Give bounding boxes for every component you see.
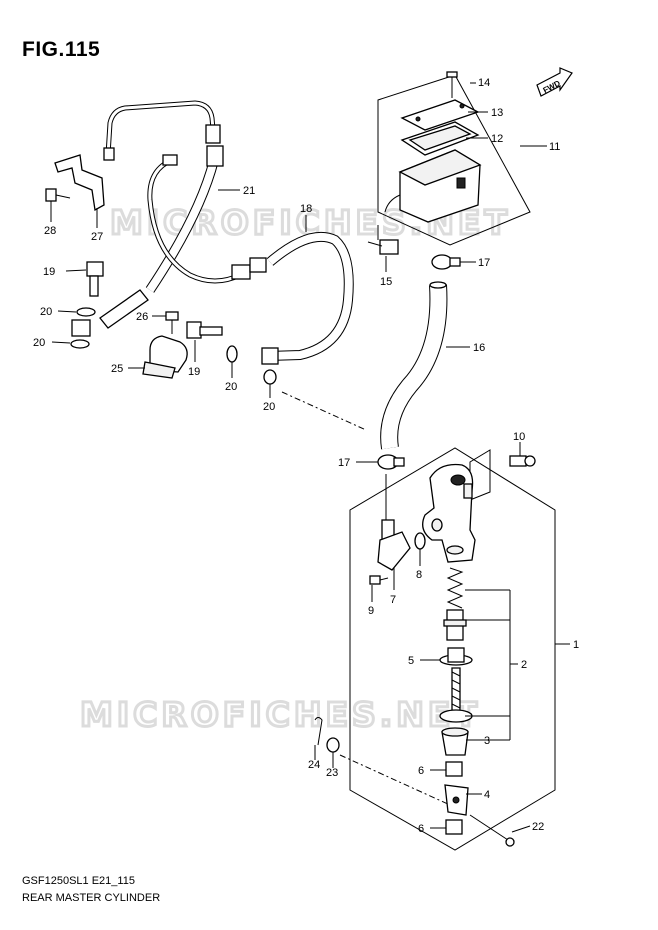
- callout-27: 27: [91, 231, 103, 243]
- callout-17-bottom: 17: [338, 457, 350, 469]
- banjo-fitting: [71, 289, 149, 337]
- callout-19-left: 19: [43, 266, 55, 278]
- callout-5: 5: [408, 655, 414, 667]
- washer-20-top-left: [57, 307, 96, 317]
- callout-17-top: 17: [478, 257, 490, 269]
- nut-6-bottom: [430, 819, 463, 835]
- boot-3: [441, 727, 510, 756]
- callout-6-bottom: 6: [418, 823, 424, 835]
- callout-9: 9: [368, 605, 374, 617]
- nut-6-top: [430, 761, 463, 777]
- callout-11: 11: [549, 141, 560, 153]
- bolt-15: [367, 239, 399, 272]
- callout-16: 16: [473, 342, 485, 354]
- reservoir-hose-16: [380, 281, 470, 450]
- rod-end-4: [444, 784, 482, 816]
- pin-22: [469, 814, 531, 847]
- callout-4: 4: [484, 789, 490, 801]
- callout-7: 7: [390, 594, 396, 606]
- callout-20-center: 20: [225, 381, 237, 393]
- piston-assembly-2: [420, 567, 518, 740]
- callout-8: 8: [416, 569, 422, 581]
- callout-6-top: 6: [418, 765, 424, 777]
- callout-21: 21: [243, 185, 255, 197]
- hose-clamp-17-bottom: [356, 454, 405, 470]
- callout-1: 1: [573, 639, 579, 651]
- callout-26: 26: [136, 311, 148, 323]
- callout-20-bottom-left: 20: [33, 337, 45, 349]
- reservoir-group: [377, 71, 547, 246]
- callout-10: 10: [513, 431, 525, 443]
- callout-3: 3: [484, 735, 490, 747]
- callout-18: 18: [300, 203, 312, 215]
- o-ring-8: [414, 532, 426, 566]
- brake-hose-18: [261, 215, 354, 365]
- callout-28: 28: [44, 225, 56, 237]
- brake-hose-21: [103, 100, 240, 293]
- fwd-arrow-icon: FWD: [536, 67, 573, 97]
- callout-20-right: 20: [263, 401, 275, 413]
- diagram-code: GSF1250SL1 E21_115: [22, 875, 135, 887]
- bolt-10: [469, 442, 536, 501]
- cotter-pin-24: [314, 717, 323, 760]
- callout-12: 12: [491, 133, 503, 145]
- callout-2: 2: [521, 659, 527, 671]
- callout-14: 14: [478, 77, 490, 89]
- screw-9: [369, 575, 389, 602]
- bracket-27: [54, 154, 105, 228]
- banjo-bolt-19-center: [186, 321, 223, 362]
- master-cylinder-body: [422, 463, 476, 563]
- washer-20-bottom-left: [51, 339, 90, 349]
- callout-13: 13: [491, 107, 503, 119]
- screw-26: [152, 311, 179, 334]
- hose-union-7: [377, 474, 411, 590]
- washer-20-center: [226, 345, 238, 378]
- hose-clamp-17-top: [431, 254, 476, 270]
- callout-25: 25: [111, 363, 123, 375]
- callout-22: 22: [532, 821, 544, 833]
- banjo-bolt-19-left: [65, 261, 104, 297]
- callout-23: 23: [326, 767, 338, 779]
- callout-20-top-left: 20: [40, 306, 52, 318]
- watermark-bottom: MICROFICHES.NET: [80, 695, 481, 734]
- callout-19-center: 19: [188, 366, 200, 378]
- brake-pipe: [147, 154, 267, 284]
- washer-23: [326, 737, 340, 768]
- diagram-caption: REAR MASTER CYLINDER: [22, 892, 161, 904]
- bolt-28: [45, 188, 71, 222]
- figure-title: FIG.115: [22, 38, 101, 61]
- master-cylinder-group: [349, 447, 570, 851]
- clamp-25: [128, 335, 188, 379]
- washer-20-right: [263, 369, 277, 398]
- callout-24: 24: [308, 759, 320, 771]
- callout-15: 15: [380, 276, 392, 288]
